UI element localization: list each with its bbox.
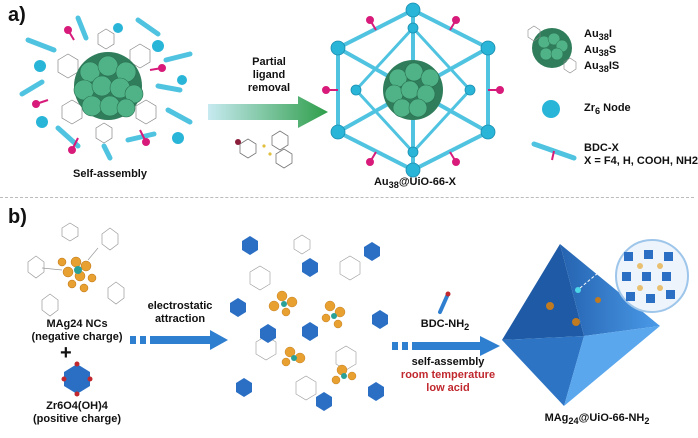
au38-uio-cage (322, 2, 504, 178)
au38-cluster (73, 52, 144, 120)
panel-divider (0, 197, 694, 198)
ligand-wireframe (57, 28, 157, 144)
conditions-caption: self-assembly room temperature low acid (400, 356, 496, 394)
bdc-nh2-linker-icon (438, 291, 451, 314)
legend-cluster-icon (527, 25, 577, 74)
legend-cluster-labels: Au38I Au38S Au38IS (584, 28, 620, 75)
bdc-nh2-caption: BDC-NH2 (420, 318, 470, 333)
legend-node-icon (542, 100, 560, 118)
mag24-uio-octahedron (502, 239, 689, 406)
zoom-inset (615, 239, 689, 313)
self-assembly-illustration (19, 15, 193, 161)
cage-cluster (383, 60, 443, 120)
self-assembly-arrow (392, 336, 500, 356)
plus-sign: + (60, 342, 72, 364)
au38-uio-caption: Au38@UiO-66-X (373, 176, 457, 191)
legend-node-label: Zr6 Node (584, 102, 631, 117)
panel-a-label: a) (8, 4, 26, 26)
legend-linker-icon (531, 141, 577, 161)
legend-linker-variants: X = F4, H, COOH, NH2 (584, 155, 698, 167)
electrostatic-caption: electrostatic attraction (147, 300, 213, 325)
ligand-tips (32, 26, 166, 154)
cage-ligand-tips (322, 16, 504, 166)
mag24-cluster-illustration (27, 222, 125, 317)
removed-ligand-sketch (235, 130, 293, 169)
electrostatic-arrow (130, 330, 228, 350)
zr-nodes-free (34, 23, 187, 144)
legend-linker-title: BDC-X (584, 142, 619, 154)
self-assembly-caption: Self-assembly (73, 168, 147, 180)
mag24-caption: MAg24 NCs (negative charge) (31, 318, 123, 343)
ligand-removal-arrow (208, 96, 328, 128)
assembled-aggregate (230, 234, 388, 411)
zr-caption: Zr6O4(OH)4 (positive charge) (32, 400, 122, 425)
mag24-uio-caption: MAg24@UiO-66-NH2 (544, 412, 650, 427)
cage-nodes (330, 2, 496, 178)
partial-ligand-removal-caption: Partial ligand removal (247, 56, 291, 94)
panel-b-label: b) (8, 206, 27, 228)
zr-cluster-icon (61, 361, 93, 397)
